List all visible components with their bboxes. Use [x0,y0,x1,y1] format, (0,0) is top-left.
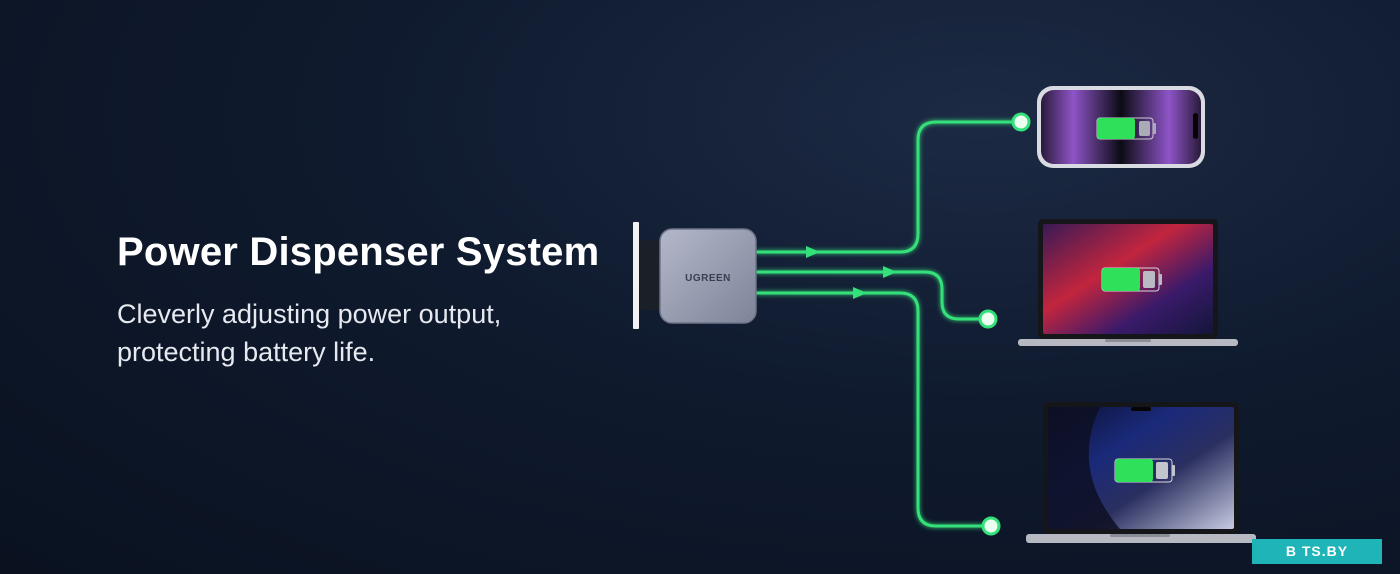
arrow-2 [883,266,897,278]
charger: UGREEN [640,228,757,324]
subline-line-1: Cleverly adjusting power output, [117,299,502,329]
cable-to-laptop-1 [756,270,988,321]
cable-to-laptop-2 [756,291,991,528]
site-watermark: B TS.BY [1252,539,1382,564]
arrow-3 [853,287,867,299]
flow-arrows [806,246,897,299]
subline: Cleverly adjusting power output, protect… [117,295,587,371]
subline-line-2: protecting battery life. [117,337,376,367]
headline: Power Dispenser System [117,230,600,274]
wall-outlet-edge [633,222,639,329]
arrow-1 [806,246,820,258]
laptop-icon [1026,402,1256,543]
laptop-icon [1018,219,1238,346]
endpoint-dots [978,112,1031,536]
charger-brand: UGREEN [685,273,731,284]
smartphone-icon [1037,86,1205,168]
cable-to-phone [756,120,1020,254]
cables [756,120,1020,528]
